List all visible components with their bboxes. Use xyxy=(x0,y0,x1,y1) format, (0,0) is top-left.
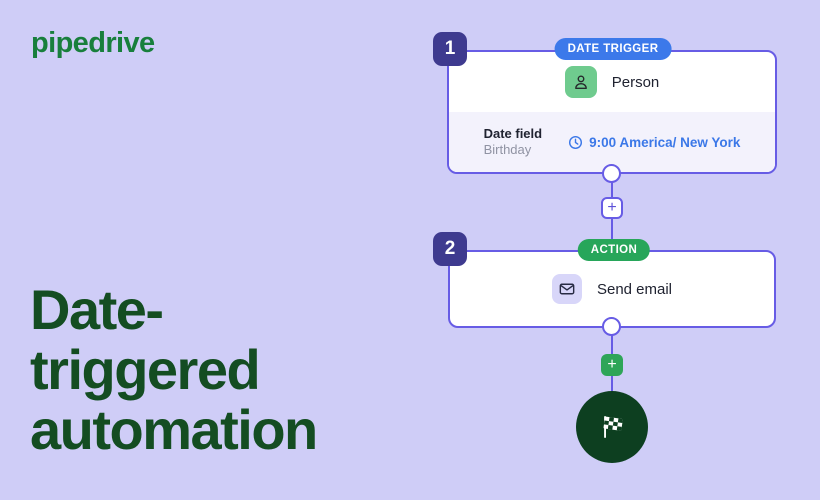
action-badge: ACTION xyxy=(577,239,651,261)
email-icon xyxy=(551,274,582,304)
add-step-button-2[interactable]: + xyxy=(601,354,623,376)
step-2-number-badge: 2 xyxy=(433,232,467,266)
trigger-card-entity-row: Person xyxy=(449,52,775,112)
date-field-label: Date field xyxy=(483,126,543,141)
workflow-end-node xyxy=(576,391,648,463)
trigger-card-settings-row: Date field Birthday 9:00 America/ New Yo… xyxy=(449,112,775,172)
trigger-card[interactable]: Person Date field Birthday 9:00 America/… xyxy=(447,50,777,174)
page-title-line-2: triggered xyxy=(30,338,261,401)
action-label: Send email xyxy=(596,280,673,298)
step-1-number: 1 xyxy=(444,38,456,59)
pipedrive-logo: pipedrive xyxy=(31,27,155,59)
action-card-content: Send email xyxy=(450,252,774,326)
trigger-entity-label: Person xyxy=(611,73,660,91)
page-title: Date- triggered automation xyxy=(30,278,318,461)
page-title-line-1: Date- xyxy=(30,278,164,341)
page-title-line-3: automation xyxy=(30,398,318,461)
schedule-info: 9:00 America/ New York xyxy=(568,135,740,150)
date-field-value: Birthday xyxy=(483,142,532,157)
finish-flag-icon xyxy=(594,409,630,445)
date-trigger-badge: DATE TRIGGER xyxy=(554,38,672,60)
add-step-button-1[interactable]: + xyxy=(601,197,623,219)
connector-node-2 xyxy=(602,317,621,336)
date-field-column: Date field Birthday xyxy=(484,126,543,158)
person-icon xyxy=(564,66,597,98)
schedule-time-label: 9:00 America/ New York xyxy=(589,134,741,150)
connector-node-1 xyxy=(602,164,621,183)
clock-icon xyxy=(568,135,583,150)
step-1-number-badge: 1 xyxy=(433,32,467,66)
step-2-number: 2 xyxy=(444,238,456,259)
